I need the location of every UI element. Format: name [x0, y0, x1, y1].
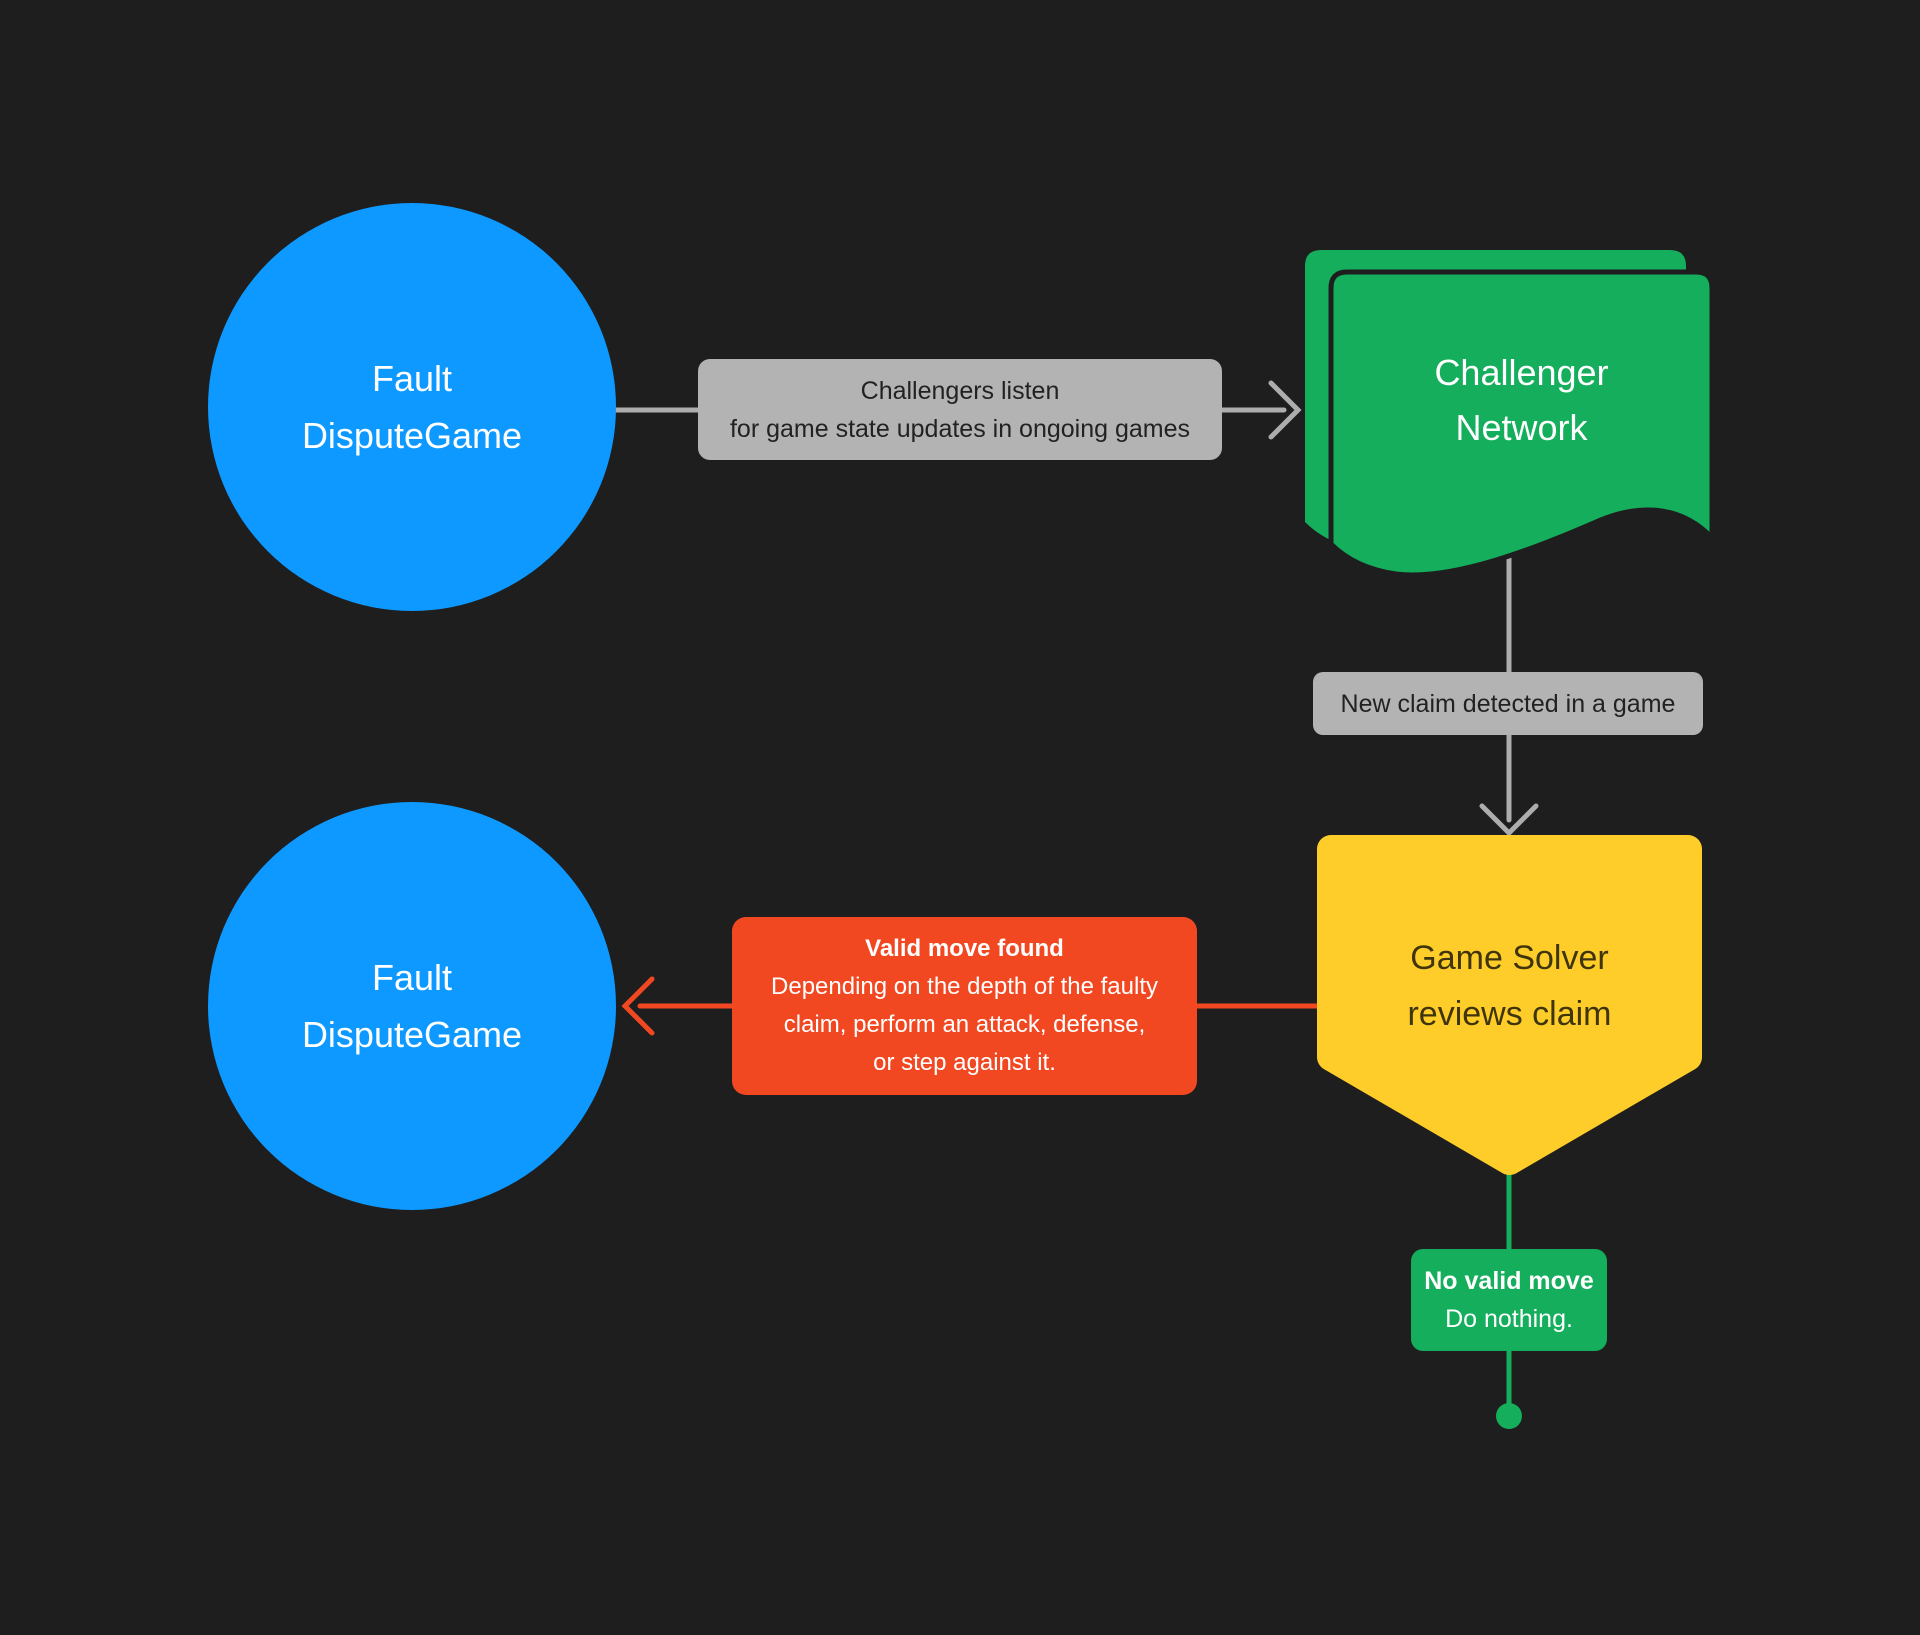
node-fault-dispute-game-top: Fault DisputeGame — [208, 203, 616, 611]
edge-label-title: No valid move — [1424, 1267, 1594, 1295]
edge-label-new-claim: New claim detected in a game — [1313, 672, 1703, 735]
edge-label-listen: Challengers listen for game state update… — [698, 359, 1222, 460]
node-label-line: DisputeGame — [301, 415, 523, 456]
edge-label-line: for game state updates in ongoing games — [729, 414, 1191, 443]
edge-label-line: Do nothing. — [1445, 1305, 1573, 1333]
edge-label-no-valid-move: No valid move Do nothing. — [1411, 1249, 1607, 1351]
edge-label-line: claim, perform an attack, defense, — [783, 1011, 1146, 1038]
node-label-line: Fault — [371, 957, 453, 998]
arrowhead-down-icon — [1479, 803, 1539, 837]
edge-label-line: New claim detected in a game — [1340, 689, 1676, 718]
edge-label-valid-move: Valid move found Depending on the depth … — [732, 917, 1197, 1095]
pentagon-down-icon — [1317, 835, 1702, 1175]
arrowhead-left-icon — [621, 976, 655, 1036]
edge-label-line: Challengers listen — [860, 376, 1060, 405]
node-label-line: DisputeGame — [301, 1014, 523, 1055]
edge-label-title: Valid move found — [865, 935, 1064, 962]
node-label-line: Fault — [371, 358, 453, 399]
node-game-solver-shape — [1317, 835, 1702, 1175]
document-front-icon — [1328, 269, 1715, 578]
node-fault-dispute-game-bottom: Fault DisputeGame — [208, 802, 616, 1210]
node-challenger-network-shape — [1305, 250, 1715, 578]
edge-label-line: Depending on the depth of the faulty — [771, 973, 1158, 1000]
edge-label-line: or step against it. — [873, 1049, 1056, 1076]
terminal-dot — [1496, 1403, 1522, 1429]
arrowhead-right-icon — [1268, 380, 1302, 440]
